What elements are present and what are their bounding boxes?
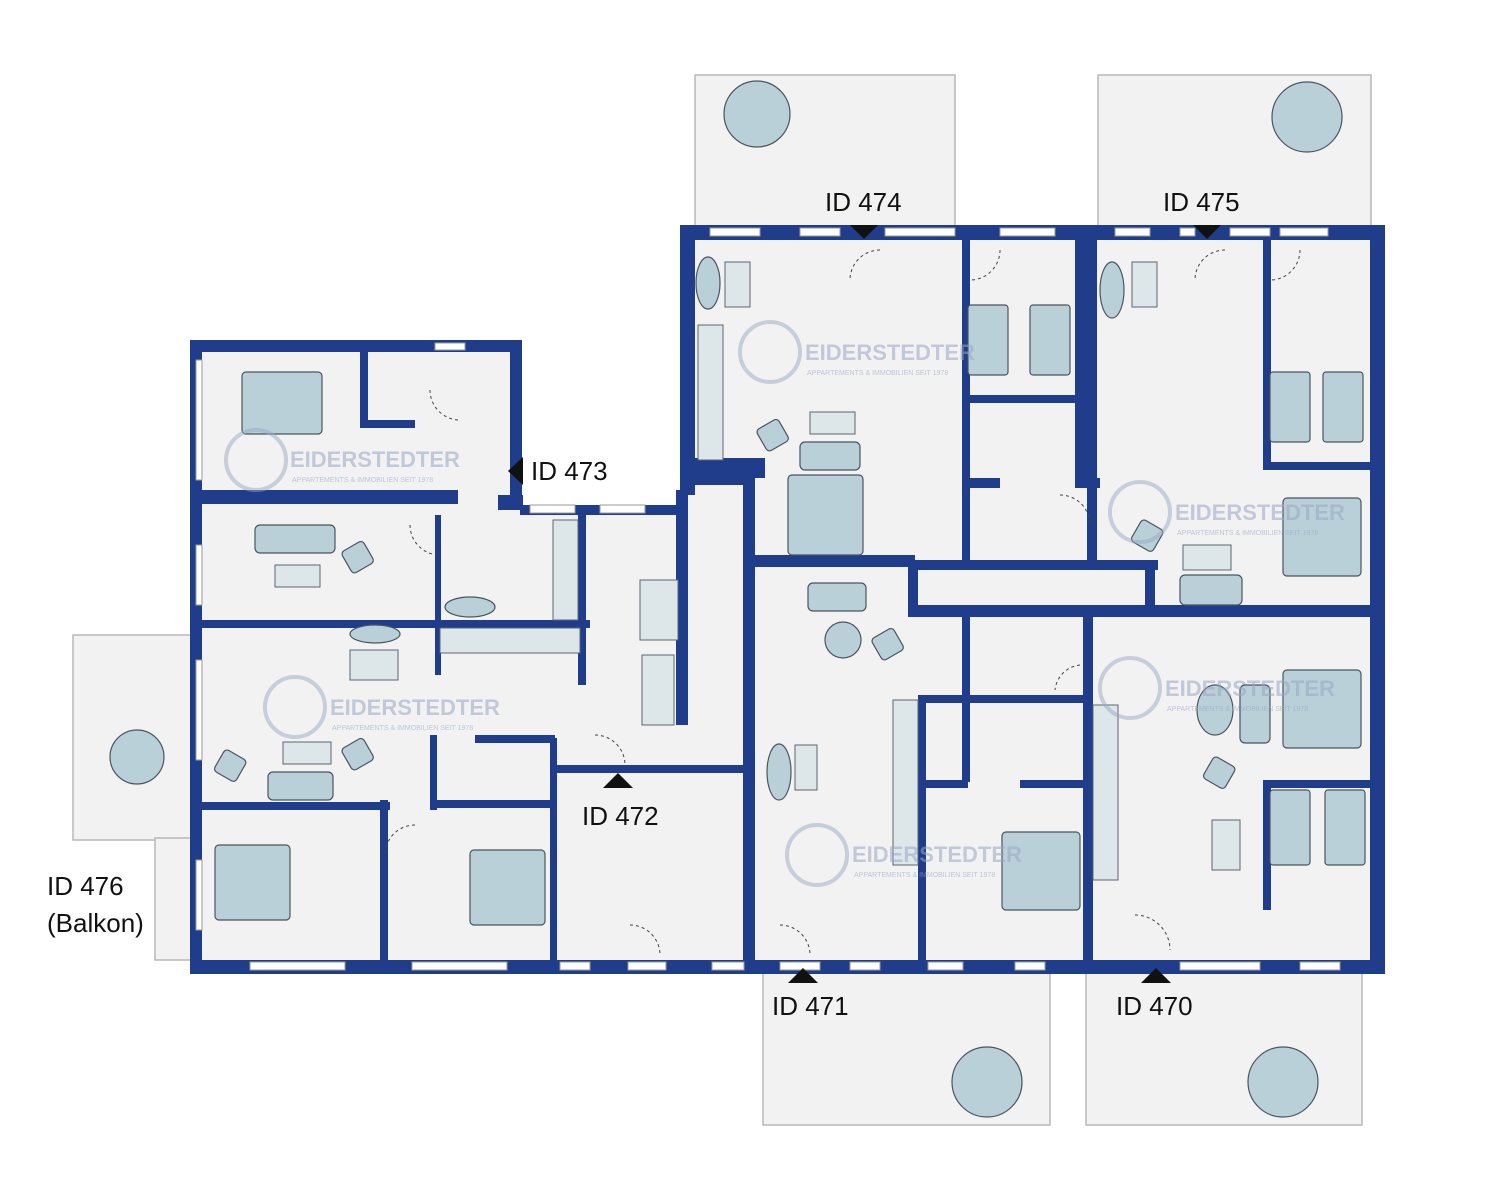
entrance-arrow-472 <box>603 773 633 788</box>
watermark-tagline: APPARTEMENTS & IMMOBILIEN SEIT 1978 <box>807 370 948 377</box>
entrance-arrow-474 <box>850 225 878 239</box>
unit-label-476-sub: (Balkon) <box>47 908 144 938</box>
walls <box>190 225 1385 974</box>
unit-label-474: ID 474 <box>825 187 902 217</box>
unit-label-476: ID 476 <box>47 871 124 901</box>
unit-label-473: ID 473 <box>531 456 608 486</box>
entrance-markers <box>508 225 1221 983</box>
watermark-tagline: APPARTEMENTS & IMMOBILIEN SEIT 1978 <box>854 872 995 879</box>
watermark: EIDERSTEDTER APPARTEMENTS & IMMOBILIEN S… <box>1098 656 1335 720</box>
watermark: EIDERSTEDTER APPARTEMENTS & IMMOBILIEN S… <box>738 320 975 384</box>
watermark: EIDERSTEDTER APPARTEMENTS & IMMOBILIEN S… <box>224 428 460 492</box>
watermark-tagline: APPARTEMENTS & IMMOBILIEN SEIT 1978 <box>1177 530 1318 537</box>
watermark-name: EIDERSTEDTER <box>290 447 460 472</box>
watermark-name: EIDERSTEDTER <box>852 842 1022 867</box>
watermark: EIDERSTEDTER APPARTEMENTS & IMMOBILIEN S… <box>1108 480 1345 544</box>
windows <box>195 227 1341 971</box>
entrance-arrow-475 <box>1193 225 1221 239</box>
watermark-tagline: APPARTEMENTS & IMMOBILIEN SEIT 1978 <box>292 477 433 484</box>
doors <box>384 249 1301 956</box>
unit-label-471: ID 471 <box>772 991 849 1021</box>
furniture <box>109 80 1366 1118</box>
watermark-name: EIDERSTEDTER <box>1175 500 1345 525</box>
unit-label-475: ID 475 <box>1163 187 1240 217</box>
unit-labels: ID 474 ID 475 ID 473 ID 472 ID 471 ID 47… <box>47 187 1240 1021</box>
watermark: EIDERSTEDTER APPARTEMENTS & IMMOBILIEN S… <box>785 823 1022 887</box>
entrance-arrow-470 <box>1141 968 1171 983</box>
watermarks: EIDERSTEDTER APPARTEMENTS & IMMOBILIEN S… <box>224 320 1345 887</box>
watermark-name: EIDERSTEDTER <box>1165 676 1335 701</box>
entrance-arrow-471 <box>788 968 818 983</box>
watermark-name: EIDERSTEDTER <box>330 695 500 720</box>
entrance-arrow-473 <box>508 457 523 485</box>
watermark-tagline: APPARTEMENTS & IMMOBILIEN SEIT 1978 <box>1167 706 1308 713</box>
unit-label-472: ID 472 <box>582 801 659 831</box>
watermark-name: EIDERSTEDTER <box>805 340 975 365</box>
watermark-tagline: APPARTEMENTS & IMMOBILIEN SEIT 1978 <box>332 725 473 732</box>
balcony-476-stairs <box>154 837 194 961</box>
terrace-470 <box>1085 967 1363 1126</box>
watermark: EIDERSTEDTER APPARTEMENTS & IMMOBILIEN S… <box>263 675 500 739</box>
unit-label-470: ID 470 <box>1116 991 1193 1021</box>
